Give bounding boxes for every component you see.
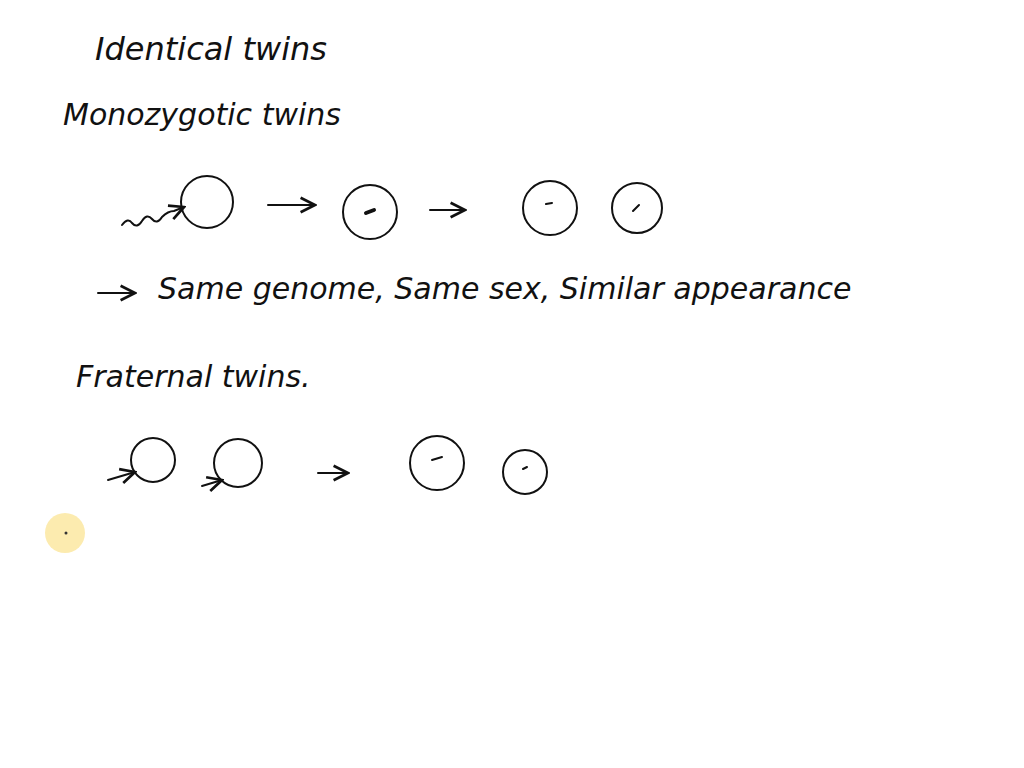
- heading: Fraternal twins.: [76, 360, 311, 393]
- sperm: [122, 207, 184, 226]
- nucleus: [432, 457, 442, 460]
- bullet-arrow: [98, 292, 135, 294]
- heading: Identical twins: [95, 32, 327, 67]
- cursor-dot: [65, 532, 68, 535]
- arrow: [430, 209, 465, 211]
- nucleus: [546, 203, 552, 204]
- zygote: [343, 185, 397, 239]
- heading: Monozygotic twins: [63, 98, 341, 131]
- note-text: Same genome, Same sex, Similar appearanc…: [158, 272, 851, 305]
- sperm: [202, 480, 222, 486]
- egg: [214, 439, 262, 487]
- cursor-highlight: [45, 513, 85, 553]
- egg: [131, 438, 175, 482]
- arrow: [318, 472, 348, 474]
- nucleus: [523, 467, 527, 469]
- nucleus: [633, 205, 639, 211]
- zygote: [410, 436, 464, 490]
- nucleus: [366, 210, 374, 213]
- egg: [181, 176, 233, 228]
- sperm: [108, 472, 135, 480]
- embryo-cell: [612, 183, 662, 233]
- arrow: [268, 204, 315, 206]
- embryo-cell: [523, 181, 577, 235]
- zygote: [503, 450, 547, 494]
